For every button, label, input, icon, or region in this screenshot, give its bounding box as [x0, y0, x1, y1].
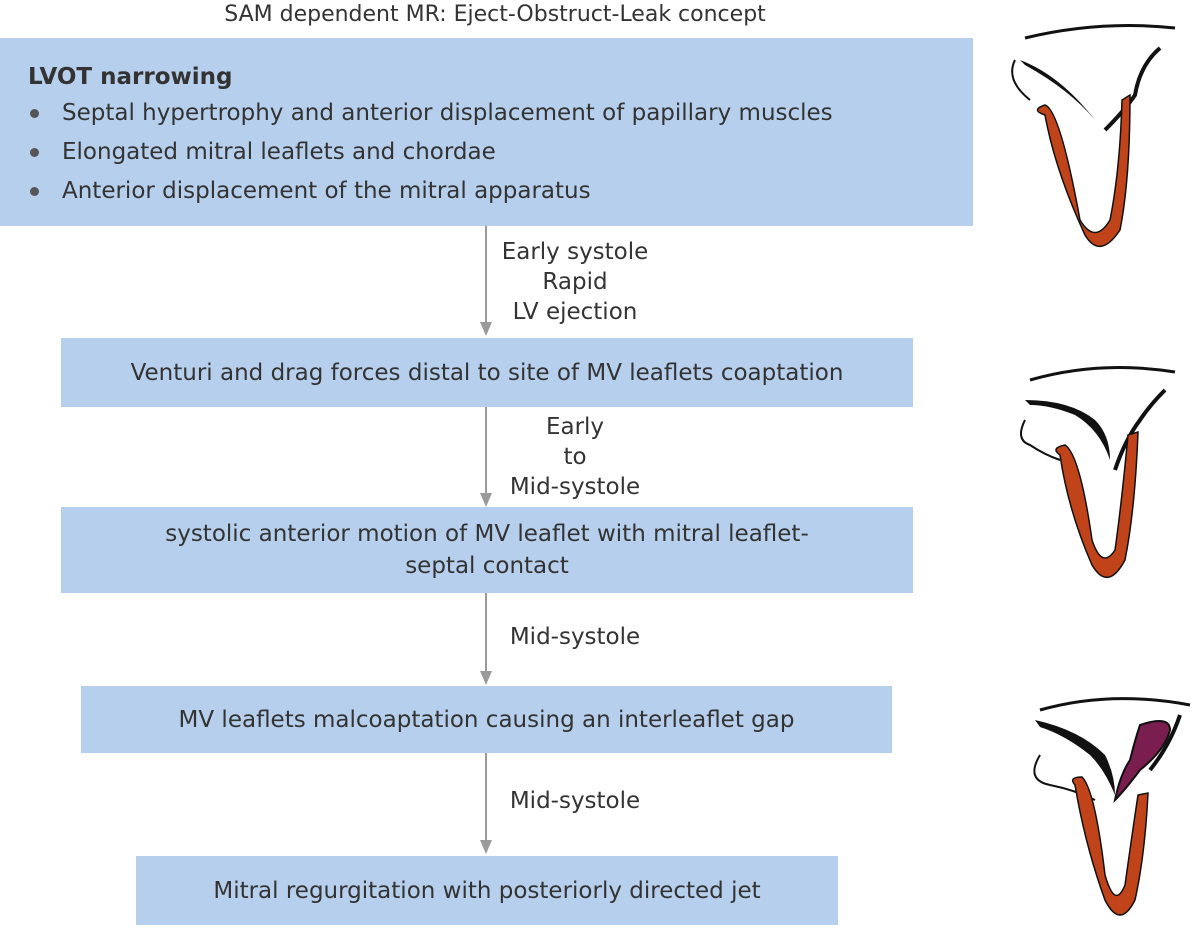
bullet-item: Anterior displacement of the mitral appa…: [28, 172, 973, 211]
anterior-leaflet: [1025, 400, 1110, 460]
lvot-narrowing-box: LVOT narrowing Septal hypertrophy and an…: [0, 38, 973, 226]
sam-contact-box: systolic anterior motion of MV leaflet w…: [61, 507, 913, 593]
aortic-annulus-line: [1029, 366, 1176, 382]
bullet-dot-icon: [30, 187, 39, 196]
transition-1-line: Early systole: [501, 239, 649, 265]
anterior-leaflet: [1020, 60, 1095, 120]
bullet-text: Septal hypertrophy and anterior displace…: [62, 100, 833, 126]
arrow-1-head-icon: [480, 322, 492, 336]
regurgitant-jet: [1113, 720, 1172, 804]
heart-illustration-early-systole: [1011, 24, 1176, 247]
posterior-leaflet: [1148, 714, 1182, 772]
posterior-leaflet: [1103, 46, 1162, 132]
bullet-text: Elongated mitral leaflets and chordae: [62, 139, 496, 165]
transition-2-label: Early to Mid-systole: [495, 412, 655, 502]
aortic-annulus-line: [1039, 697, 1191, 712]
arrow-4-line: [485, 753, 487, 842]
transition-2-line: to: [563, 444, 587, 470]
arrow-1-line: [485, 226, 487, 324]
transition-1-line: LV ejection: [512, 299, 638, 325]
malcoaptation-text: MV leaflets malcoaptation causing an int…: [178, 706, 795, 733]
sam-contact-text-line: septal contact: [405, 553, 569, 579]
lv-myocardium: [1055, 430, 1139, 578]
septum-outline: [1011, 59, 1031, 101]
anterior-leaflet: [1035, 720, 1115, 795]
aortic-annulus-line: [1024, 24, 1176, 40]
arrow-4-head-icon: [480, 840, 492, 854]
lv-myocardium: [1071, 776, 1149, 916]
heart-illustration-sam: [1020, 366, 1176, 578]
posterior-leaflet: [1113, 388, 1167, 471]
mitral-regurgitation-text: Mitral regurgitation with posteriorly di…: [213, 877, 761, 904]
bullet-item: Septal hypertrophy and anterior displace…: [28, 94, 973, 133]
arrow-2-line: [485, 407, 487, 495]
transition-1-label: Early systole Rapid LV ejection: [495, 237, 655, 327]
bullet-text: Anterior displacement of the mitral appa…: [62, 178, 591, 204]
mitral-regurgitation-box: Mitral regurgitation with posteriorly di…: [136, 856, 838, 925]
lvot-narrowing-heading: LVOT narrowing: [28, 64, 233, 90]
malcoaptation-box: MV leaflets malcoaptation causing an int…: [81, 686, 892, 753]
arrow-3-line: [485, 593, 487, 673]
bullet-dot-icon: [30, 109, 39, 118]
heart-illustration-mr-jet: [1033, 697, 1191, 916]
lvot-narrowing-list: Septal hypertrophy and anterior displace…: [28, 94, 973, 211]
transition-2-line: Early: [545, 414, 605, 440]
venturi-forces-box: Venturi and drag forces distal to site o…: [61, 338, 913, 407]
arrow-2-head-icon: [480, 493, 492, 507]
transition-3-label: Mid-systole: [509, 624, 641, 650]
lv-myocardium: [1036, 93, 1131, 247]
bullet-item: Elongated mitral leaflets and chordae: [28, 133, 973, 172]
sam-contact-text-line: systolic anterior motion of MV leaflet w…: [165, 521, 809, 547]
bullet-dot-icon: [30, 148, 39, 157]
diagram-title: SAM dependent MR: Eject-Obstruct-Leak co…: [224, 2, 766, 27]
transition-4-label: Mid-systole: [509, 788, 641, 814]
septum-outline: [1020, 419, 1061, 461]
arrow-3-head-icon: [480, 671, 492, 685]
transition-1-line: Rapid: [542, 269, 608, 295]
venturi-forces-text: Venturi and drag forces distal to site o…: [130, 359, 844, 386]
transition-2-line: Mid-systole: [509, 474, 641, 500]
